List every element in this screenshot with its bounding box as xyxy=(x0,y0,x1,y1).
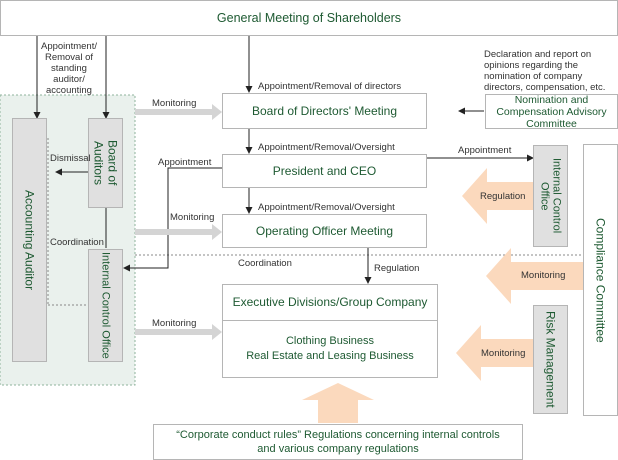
accounting-auditor-label: Accounting Auditor xyxy=(22,189,37,291)
operating-officer-label: Operating Officer Meeting xyxy=(255,224,394,238)
monitoring-compliance-label: Monitoring xyxy=(521,270,566,281)
board-of-directors-label: Board of Directors' Meeting xyxy=(251,104,398,118)
appointment-operating-label: Appointment/Removal/Oversight xyxy=(258,202,395,213)
internal-control-office-left-label: Internal Control Office xyxy=(99,252,112,359)
appointment-left-label: Appointment xyxy=(158,157,212,168)
regulations-label: “Corporate conduct rules” Regulations co… xyxy=(176,429,500,455)
risk-management-box: Risk Management xyxy=(533,305,568,414)
board-of-directors-box: Board of Directors' Meeting xyxy=(222,93,427,129)
dismissal-label: Dismissal xyxy=(50,153,91,164)
compliance-committee-box: Compliance Committee xyxy=(583,144,618,416)
declaration-label: Declaration and report on opinions regar… xyxy=(484,49,606,93)
internal-control-office-right-box: Internal Control Office xyxy=(533,145,568,247)
appointment-directors-label: Appointment/Removal of directors xyxy=(258,81,402,92)
regulations-up-arrow-shape xyxy=(302,383,374,423)
shareholders-box: General Meeting of Shareholders xyxy=(0,0,618,36)
monitoring-operating-label: Monitoring xyxy=(170,212,215,223)
risk-management-label: Risk Management xyxy=(543,311,558,408)
monitoring-risk-label: Monitoring xyxy=(481,348,526,359)
executive-divisions-label: Executive Divisions/Group Company xyxy=(223,285,437,321)
regulation-exec-label: Regulation xyxy=(374,263,420,274)
nomination-committee-label: Nomination and Compensation Advisory Com… xyxy=(496,93,607,130)
president-label: President and CEO xyxy=(272,164,377,178)
monitoring-exec-label: Monitoring xyxy=(152,318,197,329)
coordination-auditors-label: Coordination xyxy=(50,237,104,248)
board-of-auditors-label: Board of Auditors xyxy=(91,140,120,186)
business-1-label: Clothing Business xyxy=(285,335,375,347)
board-of-auditors-box: Board of Auditors xyxy=(88,118,123,208)
executive-divisions-box: Executive Divisions/Group Company Clothi… xyxy=(222,284,438,378)
monitoring-board-label: Monitoring xyxy=(152,98,197,109)
accounting-auditor-box: Accounting Auditor xyxy=(12,118,47,362)
operating-officer-box: Operating Officer Meeting xyxy=(222,214,427,248)
president-box: President and CEO xyxy=(222,154,427,188)
nomination-committee-box: Nomination and Compensation Advisory Com… xyxy=(485,93,618,130)
compliance-committee-label: Compliance Committee xyxy=(593,217,608,343)
appointment-auditor-label: Appointment/ Removal of standing auditor… xyxy=(41,41,97,96)
monitoring-risk-arrow-shape xyxy=(456,325,533,381)
monitoring-compliance-arrow-shape xyxy=(486,248,583,304)
appointment-right-label: Appointment xyxy=(458,145,512,156)
shareholders-label: General Meeting of Shareholders xyxy=(216,11,402,25)
internal-control-office-left-box: Internal Control Office xyxy=(88,249,123,362)
regulations-box: “Corporate conduct rules” Regulations co… xyxy=(153,424,523,460)
internal-control-office-right-label: Internal Control Office xyxy=(538,158,563,234)
regulation-arrow-label: Regulation xyxy=(480,191,526,202)
business-2-label: Real Estate and Leasing Business xyxy=(246,350,414,362)
regulation-arrow-shape xyxy=(462,168,533,224)
coordination-main-label: Coordination xyxy=(238,258,292,269)
appointment-ceo-label: Appointment/Removal/Oversight xyxy=(258,142,395,153)
